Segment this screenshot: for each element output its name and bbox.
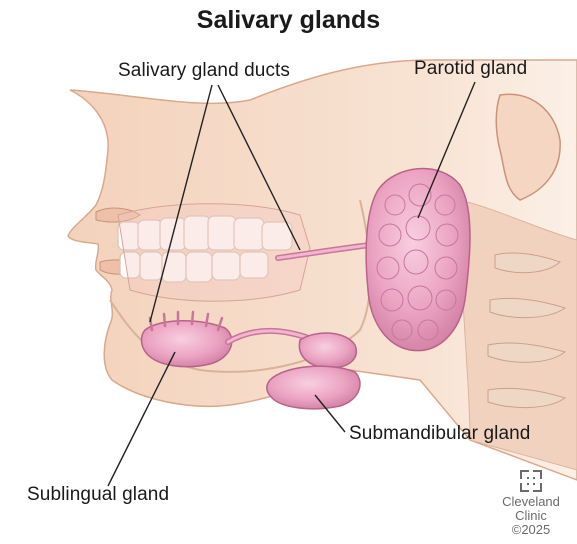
credit-year: ©2025: [490, 523, 572, 537]
parotid-gland: [366, 169, 470, 351]
cleveland-clinic-logo: Cleveland Clinic ©2025: [490, 470, 572, 537]
label-parotid-gland: Parotid gland: [414, 58, 527, 80]
submandibular-gland: [267, 366, 360, 409]
clinic-logo-icon: [520, 470, 542, 492]
palate: [118, 204, 310, 302]
label-sublingual-gland: Sublingual gland: [27, 484, 169, 506]
label-submandibular-gland: Submandibular gland: [349, 423, 530, 445]
diagram-title: Salivary glands: [0, 6, 577, 35]
label-salivary-gland-ducts: Salivary gland ducts: [118, 60, 290, 82]
credit-brand-line1: Cleveland: [490, 495, 572, 509]
credit-brand-line2: Clinic: [490, 509, 572, 523]
